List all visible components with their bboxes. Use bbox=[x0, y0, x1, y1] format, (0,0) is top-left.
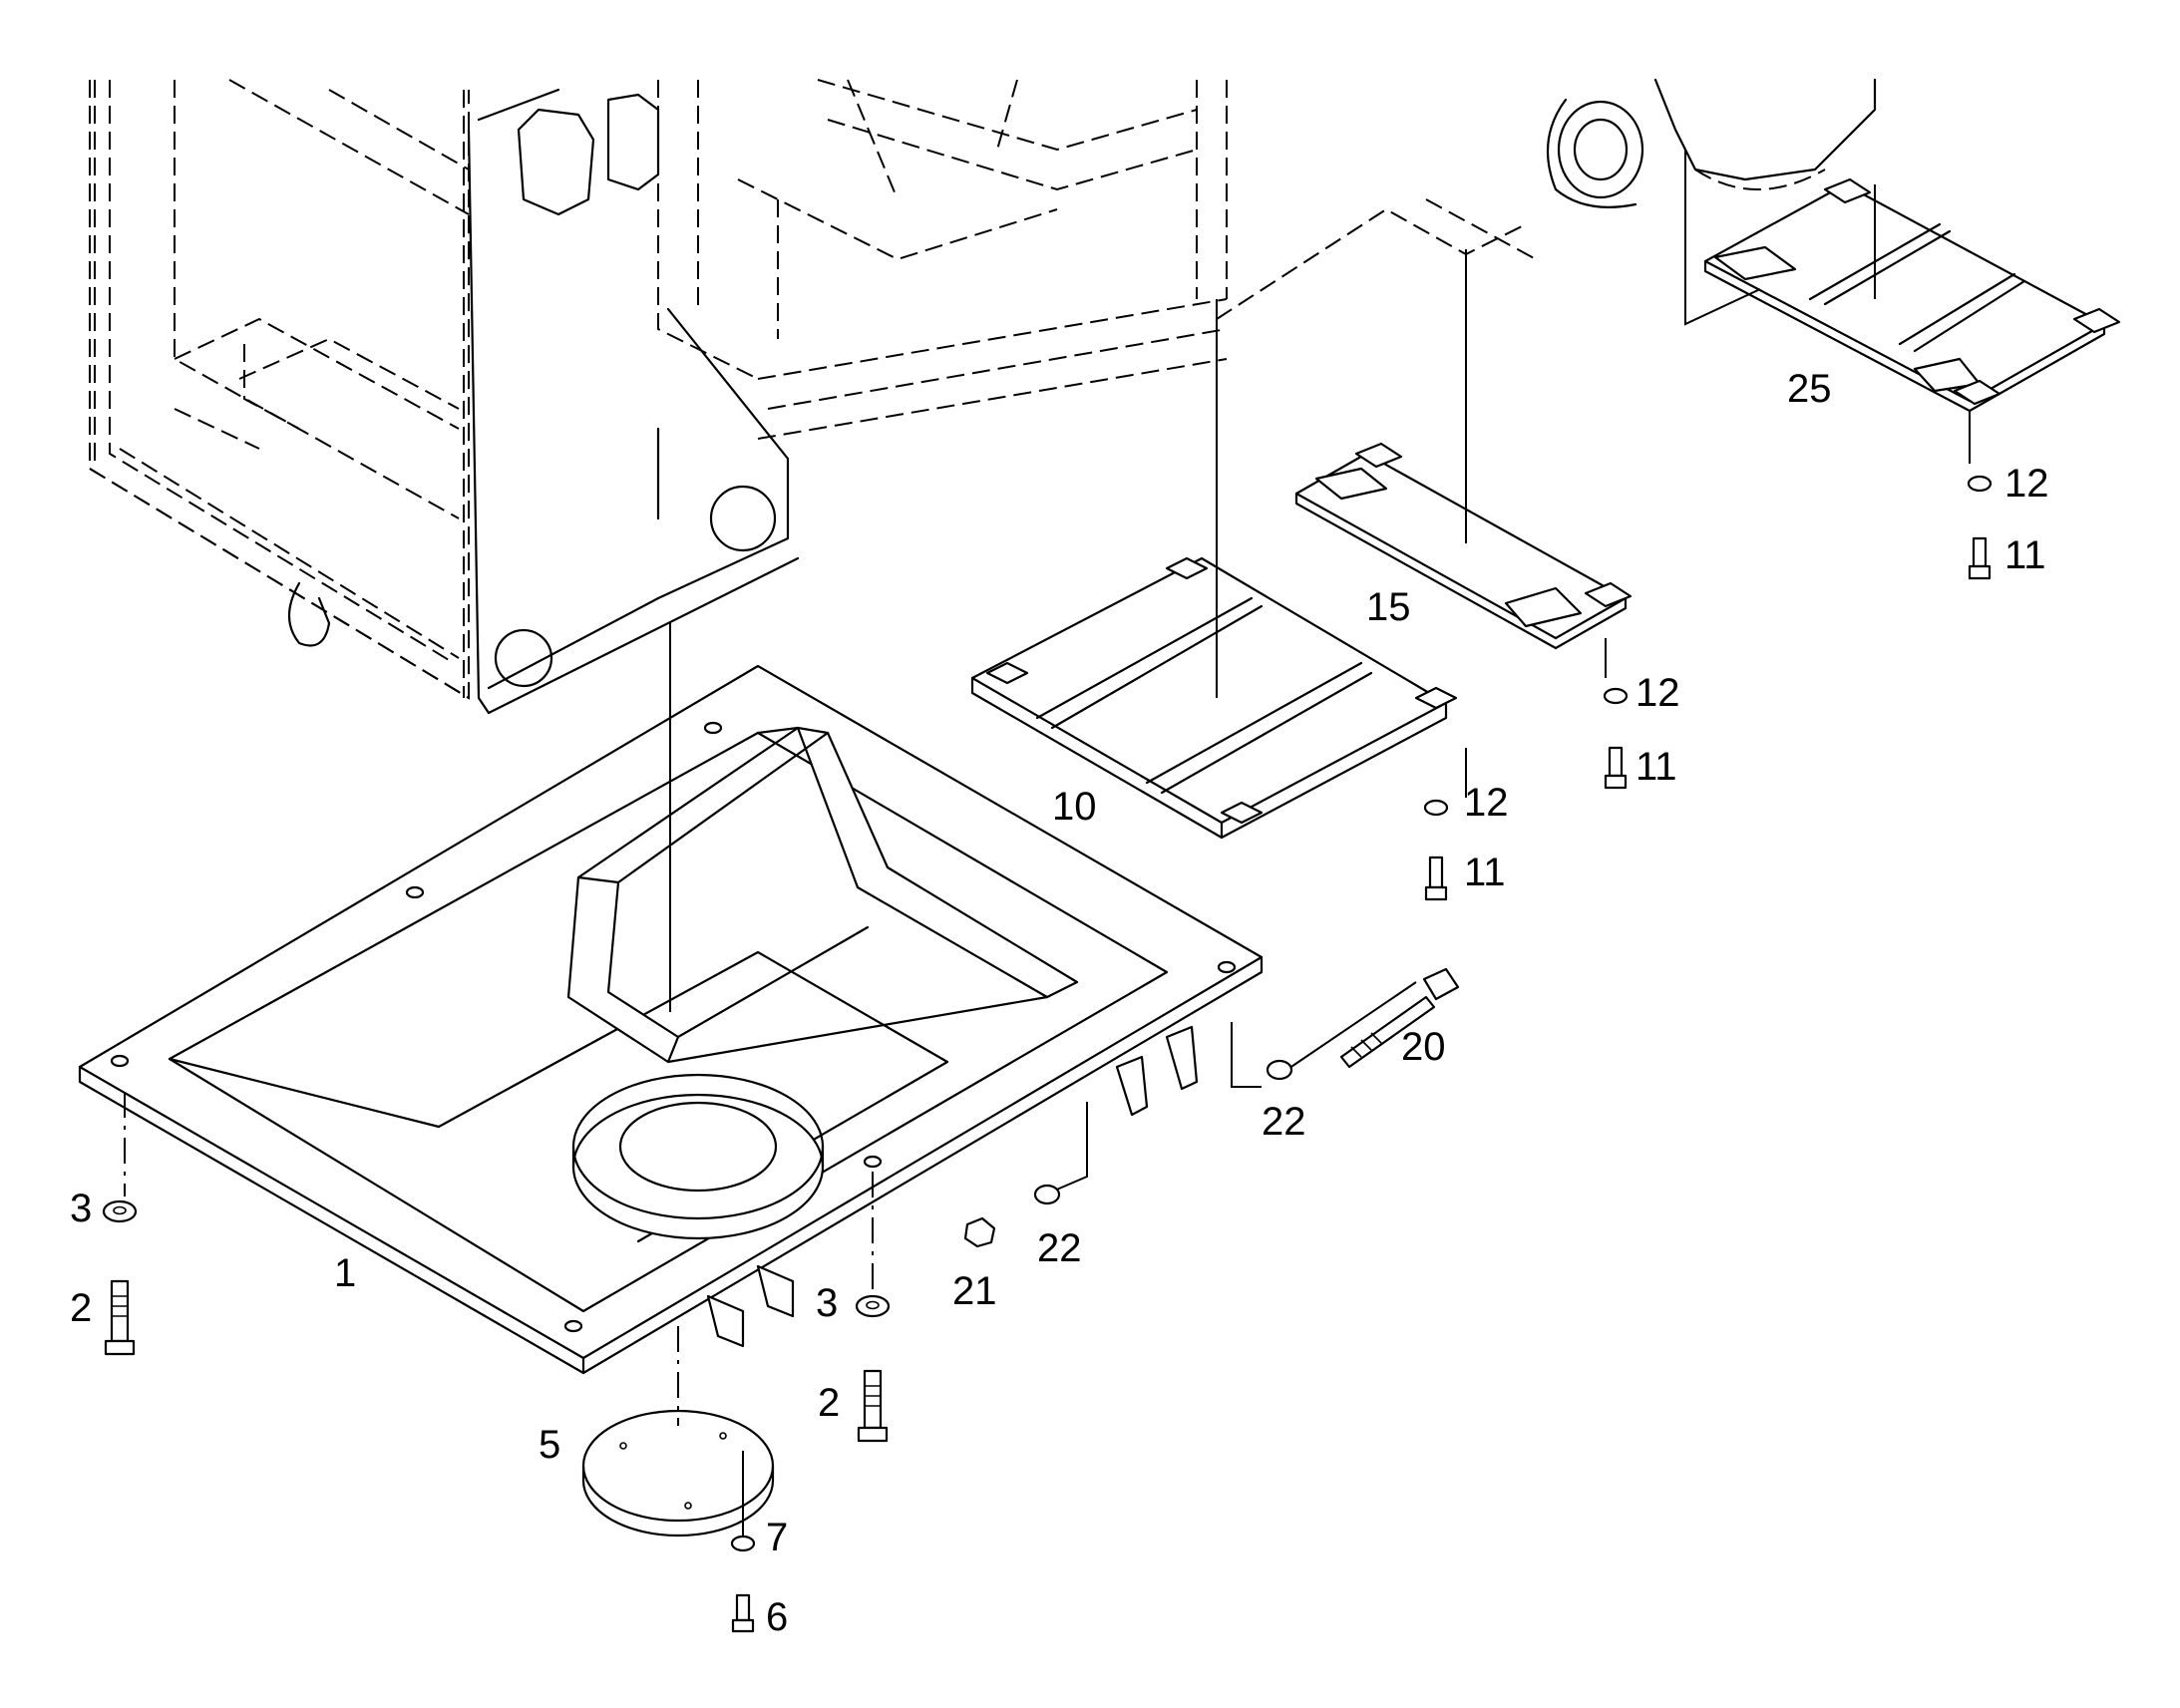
callout-22-b: 22 bbox=[1037, 1226, 1082, 1270]
machine-frame-context bbox=[89, 78, 1877, 715]
part-2-bolt-right bbox=[857, 1369, 889, 1443]
part-12-washer-c bbox=[1967, 475, 1993, 493]
part-11-screw-c bbox=[1968, 536, 1992, 580]
callout-25: 25 bbox=[1787, 367, 1832, 411]
callout-3-right: 3 bbox=[816, 1281, 838, 1325]
part-11-screw-b bbox=[1604, 746, 1628, 790]
part-5-round-cover bbox=[581, 1409, 775, 1537]
part-22-washer-b bbox=[1033, 1184, 1061, 1205]
callout-7: 7 bbox=[766, 1516, 788, 1559]
callout-11-b: 11 bbox=[1635, 745, 1677, 789]
part-25-slide-plate bbox=[1703, 177, 2121, 413]
callout-1: 1 bbox=[334, 1251, 356, 1295]
part-11-screw-a bbox=[1424, 855, 1448, 901]
callout-5: 5 bbox=[539, 1423, 560, 1467]
leader-lines bbox=[124, 150, 1971, 1536]
part-2-bolt-left bbox=[104, 1279, 136, 1356]
callout-12-b: 12 bbox=[1635, 671, 1680, 715]
part-7-washer bbox=[730, 1535, 756, 1552]
callout-labels: 1 2 2 3 3 5 6 7 10 11 11 11 12 12 12 15 … bbox=[70, 367, 2049, 1639]
part-22-washer-a bbox=[1266, 1059, 1293, 1081]
callout-10: 10 bbox=[1052, 785, 1097, 829]
callout-2-left: 2 bbox=[70, 1286, 92, 1330]
callout-12-c: 12 bbox=[2004, 462, 2049, 506]
callout-22-a: 22 bbox=[1262, 1100, 1306, 1144]
callout-20: 20 bbox=[1401, 1025, 1446, 1069]
part-3-washer-right bbox=[855, 1294, 891, 1318]
part-3-washer-left bbox=[102, 1199, 138, 1223]
part-6-screw bbox=[731, 1593, 755, 1633]
part-12-washer-b bbox=[1603, 687, 1629, 705]
callout-6: 6 bbox=[766, 1595, 788, 1639]
callout-21: 21 bbox=[952, 1269, 997, 1313]
part-20-long-bolt bbox=[1339, 967, 1460, 1069]
part-21-nut bbox=[963, 1216, 996, 1248]
callout-12-a: 12 bbox=[1464, 781, 1509, 825]
callout-11-a: 11 bbox=[1464, 851, 1506, 894]
callout-11-c: 11 bbox=[2004, 533, 2046, 577]
part-12-washer-a bbox=[1423, 799, 1449, 817]
callout-15: 15 bbox=[1366, 585, 1411, 629]
callout-3-left: 3 bbox=[70, 1187, 92, 1230]
part-15-slide-plate bbox=[1294, 442, 1633, 650]
part-10-slide-plate bbox=[970, 556, 1458, 840]
callout-2-right: 2 bbox=[818, 1381, 840, 1425]
